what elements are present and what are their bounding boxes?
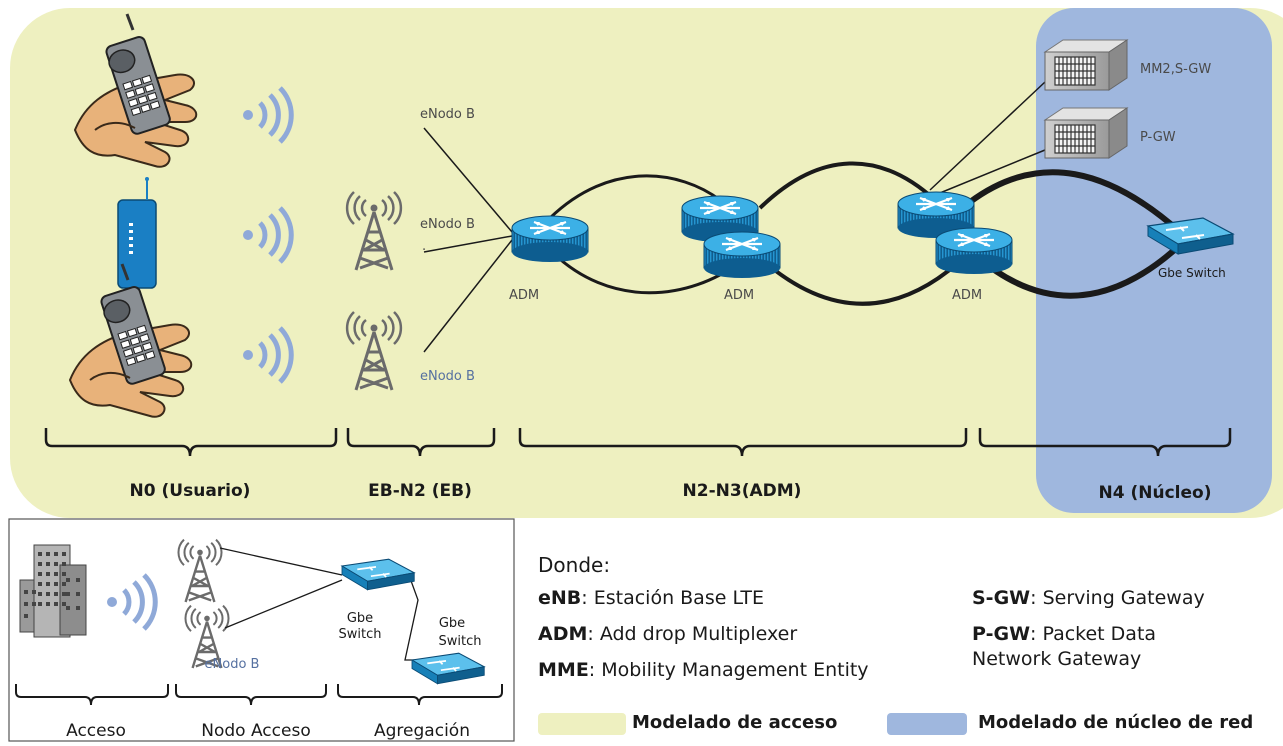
dot-mark: . xyxy=(422,239,426,254)
section-label: N4 (Núcleo) xyxy=(1099,483,1212,503)
legend-desc: : Estación Base LTE xyxy=(581,587,765,609)
legend-abbr: MME xyxy=(538,659,589,681)
inset-box xyxy=(8,518,515,742)
section-braces xyxy=(44,428,1232,457)
enodo-links xyxy=(423,81,1046,353)
legend-desc: : Add drop Multiplexer xyxy=(587,623,798,645)
building-icon xyxy=(19,544,87,638)
server-label: P-GW xyxy=(1140,130,1176,145)
adm-label: ADM xyxy=(952,288,982,303)
inset-section-label: Acceso xyxy=(66,721,126,741)
inset-braces xyxy=(15,684,503,706)
adm-router-icon xyxy=(510,214,590,264)
legend-title: Donde: xyxy=(538,553,611,577)
legend-desc: : Mobility Management Entity xyxy=(588,659,869,681)
legend-abbr: eNB xyxy=(538,587,582,609)
enodo-label: eNodo B xyxy=(420,107,475,122)
legend-item-adm: ADM: Add drop Multiplexer xyxy=(538,623,797,646)
adm-router-icon xyxy=(934,226,1014,276)
core-swatch xyxy=(887,713,967,735)
switch-label: Gbe xyxy=(439,616,465,631)
server-label: MM2,S-GW xyxy=(1140,62,1211,77)
legend-abbr: ADM xyxy=(538,623,588,645)
core-key-label: Modelado de núcleo de red xyxy=(978,712,1254,733)
legend-pgw-line2: Network Gateway xyxy=(972,648,1142,670)
switch-label: Switch xyxy=(339,627,382,642)
server-icon xyxy=(1044,107,1128,159)
access-region xyxy=(10,8,1283,518)
enodo-label: eNodo B xyxy=(420,369,475,384)
switch-label: Gbe xyxy=(347,611,373,626)
adm-label: ADM xyxy=(724,288,754,303)
section-label: N0 (Usuario) xyxy=(130,481,251,501)
legend-item-mme: MME: Mobility Management Entity xyxy=(538,659,869,682)
enodo-label: eNodo B xyxy=(205,657,260,672)
legend-abbr: P-GW xyxy=(972,623,1031,645)
access-key-label: Modelado de acceso xyxy=(632,712,838,733)
adm-label: ADM xyxy=(509,288,539,303)
legend-item-sgw: S-GW: Serving Gateway xyxy=(972,587,1205,610)
access-swatch xyxy=(538,713,626,735)
legend-desc: : Packet Data xyxy=(1030,623,1157,645)
inset-section-label: Agregación xyxy=(374,721,470,741)
legend-item-pgw: P-GW: Packet Data xyxy=(972,623,1156,646)
section-label: N2-N3(ADM) xyxy=(683,481,802,501)
inset-section-label: Nodo Acceso xyxy=(201,721,310,741)
server-icon xyxy=(1044,39,1128,91)
switch-label: Switch xyxy=(439,634,482,649)
legend-desc: : Serving Gateway xyxy=(1030,587,1205,609)
enodo-label: eNodo B xyxy=(420,217,475,232)
legend-abbr: S-GW xyxy=(972,587,1031,609)
switch-label: Gbe Switch xyxy=(1158,266,1226,280)
adm-router-icon xyxy=(702,230,782,280)
legend-item-enb: eNB: Estación Base LTE xyxy=(538,587,764,610)
section-label: EB-N2 (EB) xyxy=(368,481,472,501)
